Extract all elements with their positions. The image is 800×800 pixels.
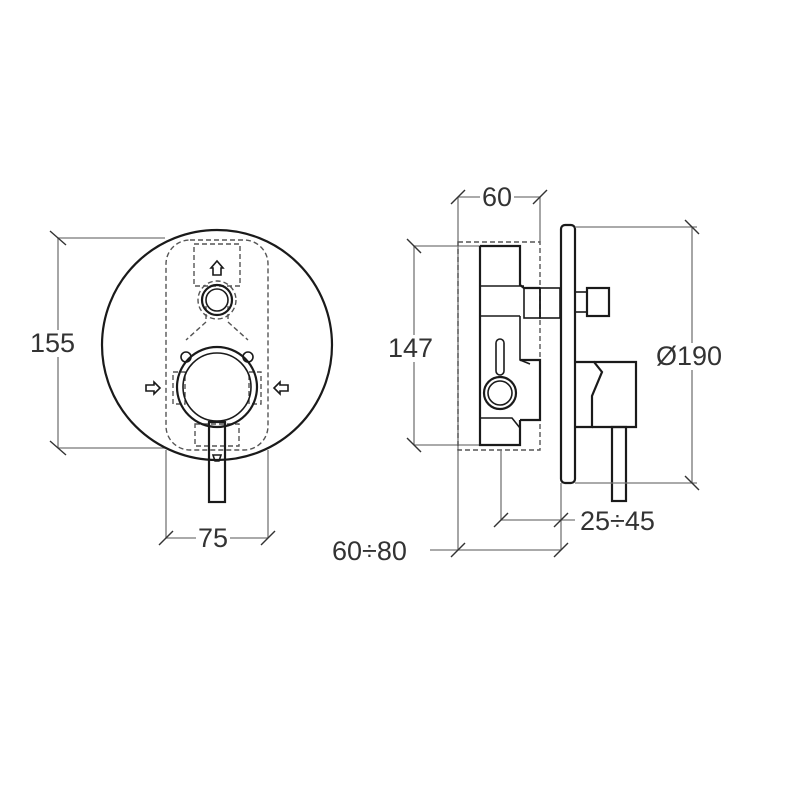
front-view	[49, 228, 334, 546]
dimension-plate-offset: 25÷45	[578, 506, 657, 536]
lever	[207, 420, 227, 504]
side-cover-plate	[559, 223, 577, 485]
side-view	[406, 189, 700, 558]
dimension-width-75: 75	[196, 523, 231, 553]
dimension-plate-diameter: Ø190	[654, 341, 725, 371]
dimension-height-155: 155	[28, 328, 78, 358]
dimension-box-height-147: 147	[386, 333, 436, 363]
dimension-depth-60: 60	[480, 182, 515, 212]
diverter-knob	[200, 283, 234, 317]
arrow-right-icon	[145, 380, 162, 396]
mixer-handle-base	[175, 345, 259, 429]
arrow-up-icon	[209, 259, 225, 276]
dimension-wall-depth: 60÷80	[330, 536, 409, 566]
arrow-left-icon	[272, 380, 289, 396]
cover-plate	[100, 228, 334, 462]
